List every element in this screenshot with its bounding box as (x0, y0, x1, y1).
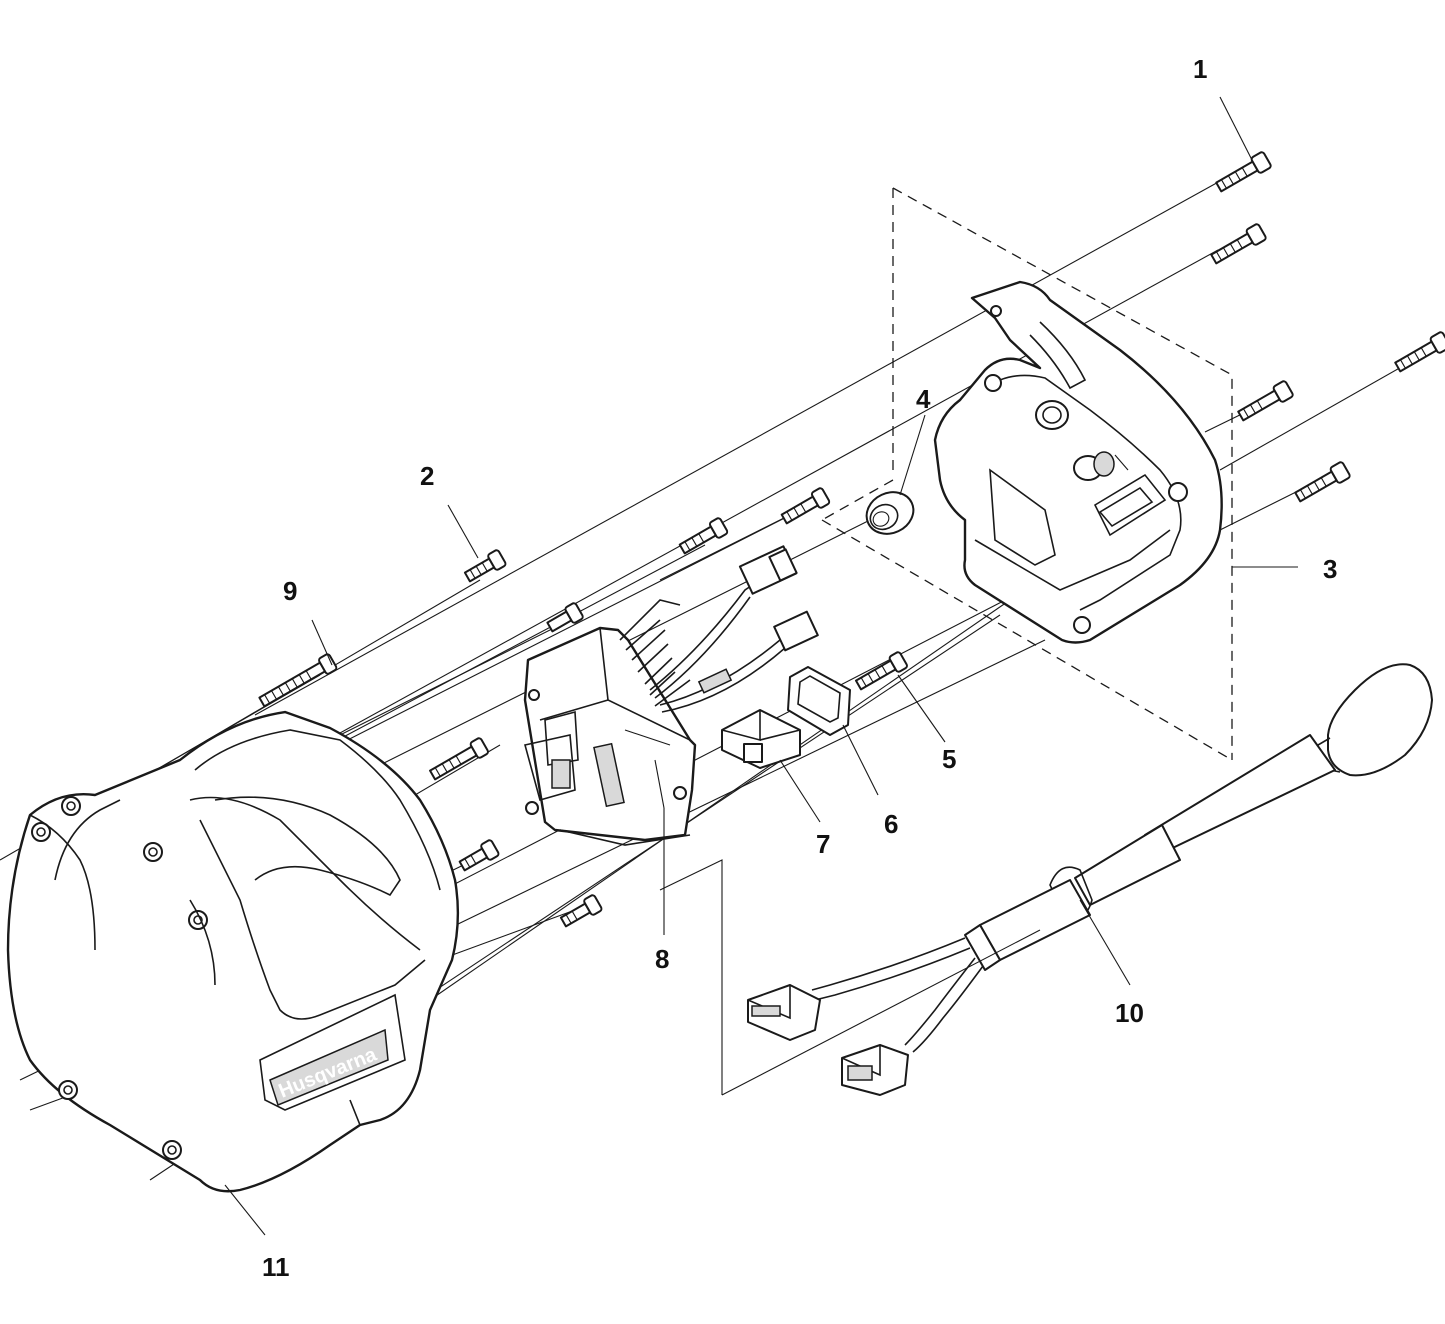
part-3-rear-housing (933, 280, 1223, 644)
callout-4: 4 (916, 384, 931, 414)
callout-9: 9 (283, 576, 297, 606)
part-6-gasket (787, 666, 851, 736)
callout-8: 8 (655, 944, 669, 974)
screw-set-top-right (1210, 151, 1445, 503)
module-wiring-connectors (649, 545, 819, 713)
callout-7: 7 (816, 829, 830, 859)
assembly-3-dashed-frame (821, 187, 1233, 761)
part-4-seal-ring (865, 491, 915, 535)
callout-labels: 1 2 3 4 5 6 7 8 9 10 11 (262, 54, 1337, 1282)
callout-10: 10 (1115, 998, 1144, 1028)
callout-leader-lines (224, 96, 1298, 1236)
callout-2: 2 (420, 461, 434, 491)
part-8-control-module (523, 599, 697, 846)
callout-1: 1 (1193, 54, 1207, 84)
callout-5: 5 (942, 744, 956, 774)
part-10-power-cable (747, 663, 1433, 1096)
callout-11: 11 (262, 1252, 290, 1282)
screw-set-middle (258, 487, 908, 928)
callout-6: 6 (884, 809, 898, 839)
callout-3: 3 (1323, 554, 1337, 584)
part-11-front-housing: Husqvarna (6, 710, 460, 1193)
part-7-switch (721, 709, 801, 769)
